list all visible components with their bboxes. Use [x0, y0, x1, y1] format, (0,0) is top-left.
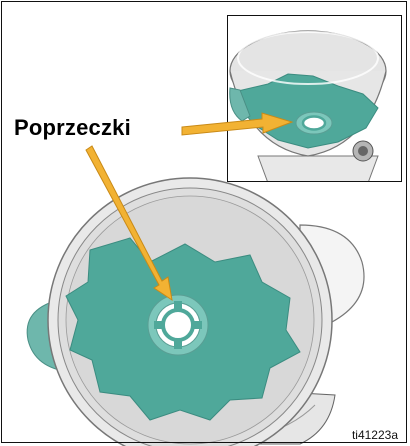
- illustration-page: Poprzeczki ti41223a: [0, 0, 410, 446]
- outer-frame: [1, 1, 407, 443]
